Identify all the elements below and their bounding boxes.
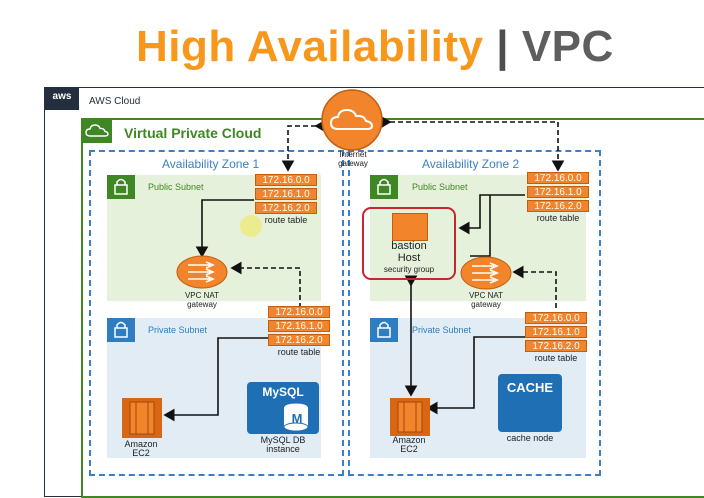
bastion-host-icon (392, 213, 428, 241)
bastion-line2: Host (397, 252, 421, 264)
az1-private-route-table: 172.16.0.0 172.16.1.0 172.16.2.0 route t… (268, 306, 330, 357)
route-entry: 172.16.2.0 (255, 202, 317, 214)
nat-label-line1: VPC NAT (184, 291, 220, 300)
az1-public-subnet-label: Public Subnet (148, 182, 204, 192)
nat-label-line2: gateway (187, 300, 217, 309)
route-entry: 172.16.2.0 (525, 340, 587, 352)
vpc-label: Virtual Private Cloud (124, 125, 262, 141)
mysql-letter: M (291, 411, 303, 426)
route-entry: 172.16.0.0 (268, 306, 330, 318)
route-entry: 172.16.1.0 (268, 320, 330, 332)
nat-label-line2: gateway (471, 300, 501, 309)
lock-icon (107, 318, 135, 342)
route-entry: 172.16.0.0 (525, 312, 587, 324)
ec2-label-line2: EC2 (132, 448, 150, 458)
mysql-label: MySQL DB instance (246, 436, 320, 454)
title-separator: | (496, 22, 510, 71)
az1-label: Availability Zone 1 (162, 157, 260, 171)
ec2-icon (122, 398, 162, 438)
az2-private-subnet-label: Private Subnet (412, 325, 472, 335)
az2-public-route-table: 172.16.0.0 172.16.1.0 172.16.2.0 route t… (527, 172, 589, 223)
route-entry: 172.16.1.0 (255, 188, 317, 200)
bastion-label: bastion Host security group (362, 240, 456, 276)
route-table-label: route table (534, 353, 578, 363)
ec2-label-line2: EC2 (400, 444, 418, 454)
route-entry: 172.16.2.0 (527, 200, 589, 212)
slide-title: High Availability | VPC (136, 22, 614, 72)
cursor-highlight (240, 215, 262, 237)
cache-node-label: cache node (506, 433, 554, 443)
route-entry: 172.16.2.0 (268, 334, 330, 346)
az2-public-subnet-label: Public Subnet (412, 182, 468, 192)
ec2-icon (390, 398, 430, 436)
aws-cloud-label: AWS Cloud (89, 96, 141, 107)
vpc-cloud-icon (82, 119, 112, 143)
lock-icon (107, 175, 135, 199)
route-table-label: route table (264, 215, 308, 225)
bastion-line1: bastion (391, 240, 427, 252)
route-entry: 172.16.1.0 (525, 326, 587, 338)
nat-gateway-icon (176, 255, 228, 289)
lock-icon (370, 175, 398, 199)
internet-gateway-icon (321, 89, 383, 151)
route-entry: 172.16.0.0 (255, 174, 317, 186)
ec2-label-line1: Amazon (124, 439, 158, 449)
az2-ec2-label: Amazon EC2 (376, 436, 442, 454)
az1-private-subnet-label: Private Subnet (148, 325, 208, 335)
mysql-label-line1: MySQL DB (260, 435, 306, 445)
lock-icon (370, 318, 398, 342)
az1-nat-label: VPC NAT gateway (166, 291, 238, 309)
ec2-label-line1: Amazon (392, 435, 426, 445)
igw-label-line1: Internet (339, 150, 367, 159)
bastion-security-group (362, 207, 456, 280)
title-part1: High Availability (136, 22, 484, 71)
route-table-label: route table (277, 347, 321, 357)
route-table-label: route table (536, 213, 580, 223)
mysql-label-line2: instance (266, 444, 300, 454)
igw-label-line2: gateway (338, 159, 368, 168)
mysql-logo: MySQL (262, 385, 304, 399)
availability-zone-1 (89, 150, 344, 476)
route-entry: 172.16.1.0 (527, 186, 589, 198)
aws-logo-icon: aws (45, 88, 79, 110)
route-entry: 172.16.0.0 (527, 172, 589, 184)
az1-ec2-label: Amazon EC2 (108, 440, 174, 458)
az1-public-route-table: 172.16.0.0 172.16.1.0 172.16.2.0 route t… (255, 174, 317, 225)
title-part2: VPC (521, 22, 614, 71)
cache-logo: CACHE (506, 380, 554, 395)
nat-label-line1: VPC NAT (468, 291, 504, 300)
internet-gateway-label: Internet gateway (318, 150, 388, 168)
az2-private-route-table: 172.16.0.0 172.16.1.0 172.16.2.0 route t… (525, 312, 587, 363)
bastion-line3: security group (383, 265, 435, 274)
az2-nat-label: VPC NAT gateway (450, 291, 522, 309)
nat-gateway-icon (460, 256, 512, 290)
cache-node-icon (498, 374, 562, 432)
database-cylinder-icon (283, 402, 309, 432)
